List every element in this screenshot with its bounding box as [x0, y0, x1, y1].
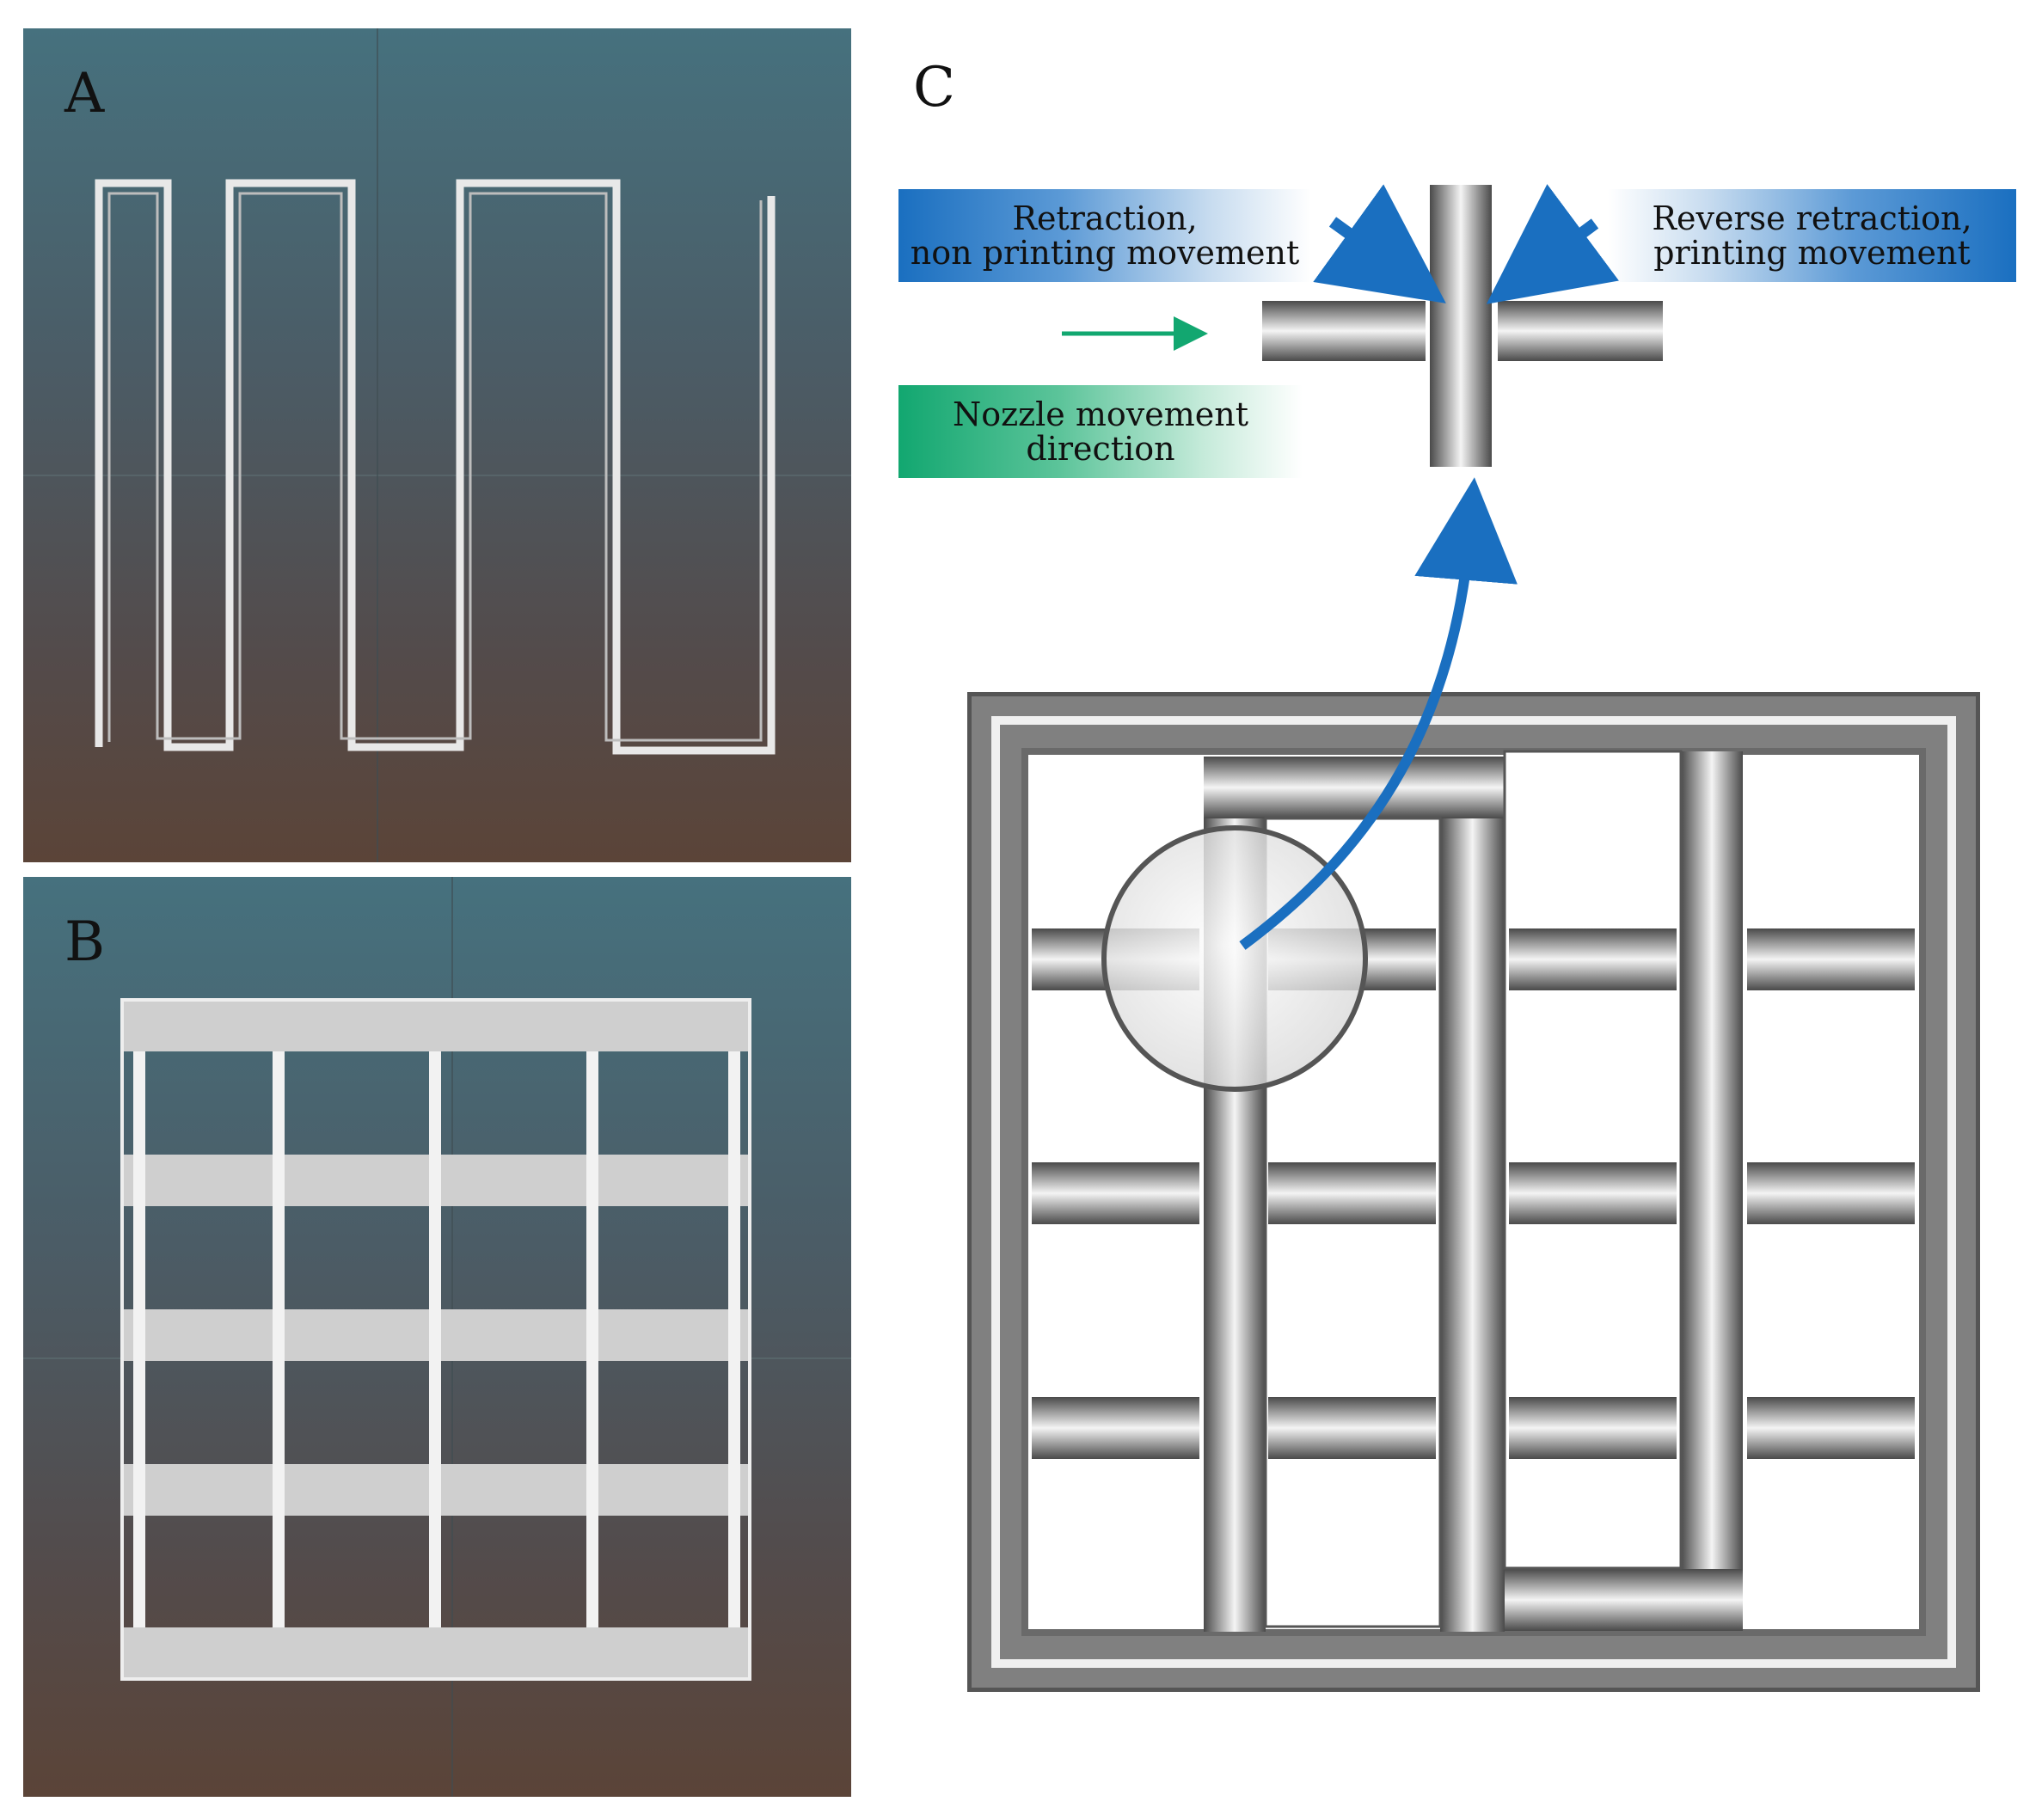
retraction-arrow: [1313, 184, 1446, 303]
nozzle-direction-label: Nozzle movement direction: [898, 385, 1303, 478]
reverse-retraction-arrow: [1486, 184, 1619, 304]
magnifier-lens: [1101, 825, 1368, 1092]
grid-rod-r3-c1: [1032, 1397, 1199, 1459]
grid-rod-top-bridge: [1204, 757, 1505, 818]
grid-rod-r3-c4: [1747, 1397, 1915, 1459]
reverse-retraction-label: Reverse retraction, printing movement: [1608, 189, 2016, 282]
serpentine-path-outer: [95, 179, 776, 755]
nozzle-direction-label-line-1: Nozzle movement: [952, 395, 1249, 433]
grid-rod-vertical-3: [1681, 751, 1743, 1611]
zoom-arrow: [1239, 477, 1518, 950]
panel-b-lattice-render: B: [23, 877, 851, 1797]
frame-outer-border: [967, 692, 1980, 1692]
grid-rod-r3-c3: [1509, 1397, 1677, 1459]
panel-a-background: [23, 28, 851, 862]
grid-rod-r2-c2: [1268, 1162, 1436, 1224]
detail-rod-vertical: [1430, 185, 1492, 467]
retraction-label-line-2: non printing movement: [910, 234, 1300, 272]
serpentine-path-inner: [107, 192, 763, 742]
frame-tube-inner: [1021, 748, 1926, 1636]
lattice-rod-3: [429, 1051, 441, 1627]
grid-rod-r1-c2: [1268, 928, 1436, 990]
panel-b-lattice-drawing: [23, 877, 851, 1797]
detail-rod-left: [1262, 301, 1426, 361]
detail-rod-right: [1498, 301, 1663, 361]
panel-a-path-drawing: [23, 28, 851, 862]
lattice-rod-5: [728, 1051, 740, 1627]
grid-rod-vertical-4: [1505, 1569, 1743, 1631]
reverse-retraction-label-line-1: Reverse retraction,: [1652, 199, 1972, 237]
grid-rod-r1-c3: [1509, 928, 1677, 990]
grid-rod-r2-c1: [1032, 1162, 1199, 1224]
panel-a-letter: A: [64, 62, 105, 126]
reverse-retraction-label-line-2: printing movement: [1653, 234, 1971, 272]
grid-rod-r1-c4: [1747, 928, 1915, 990]
nozzle-direction-label-line-2: direction: [1026, 430, 1175, 468]
panel-c-letter: C: [913, 56, 955, 119]
lattice-rod-2: [273, 1051, 285, 1627]
panel-a-serpentine-render: A: [23, 28, 851, 862]
retraction-label: Retraction, non printing movement: [898, 189, 1311, 282]
grid-inner-window-2: [1503, 750, 1683, 1570]
grid-rod-r2-c4: [1747, 1162, 1915, 1224]
grid-inner-window: [1264, 817, 1442, 1628]
lattice-band-5: [122, 1627, 750, 1679]
lattice-rod-4: [586, 1051, 598, 1627]
grid-rod-r2-c3: [1509, 1162, 1677, 1224]
frame-tube-outer: [972, 696, 1976, 1688]
grid-rod-vertical-2: [1440, 778, 1505, 1632]
retraction-label-line-1: Retraction,: [1012, 199, 1198, 237]
grid-rod-r1-c1: [1032, 928, 1199, 990]
grid-rod-vertical-1: [1204, 757, 1266, 1632]
grid-rod-r3-c2: [1268, 1397, 1436, 1459]
lattice-frame: [120, 998, 751, 1681]
frame-tube-highlight: [991, 716, 1956, 1668]
lattice-band-1: [122, 1000, 750, 1051]
lattice-rod-1: [133, 1051, 145, 1627]
panel-b-letter: B: [64, 910, 106, 974]
